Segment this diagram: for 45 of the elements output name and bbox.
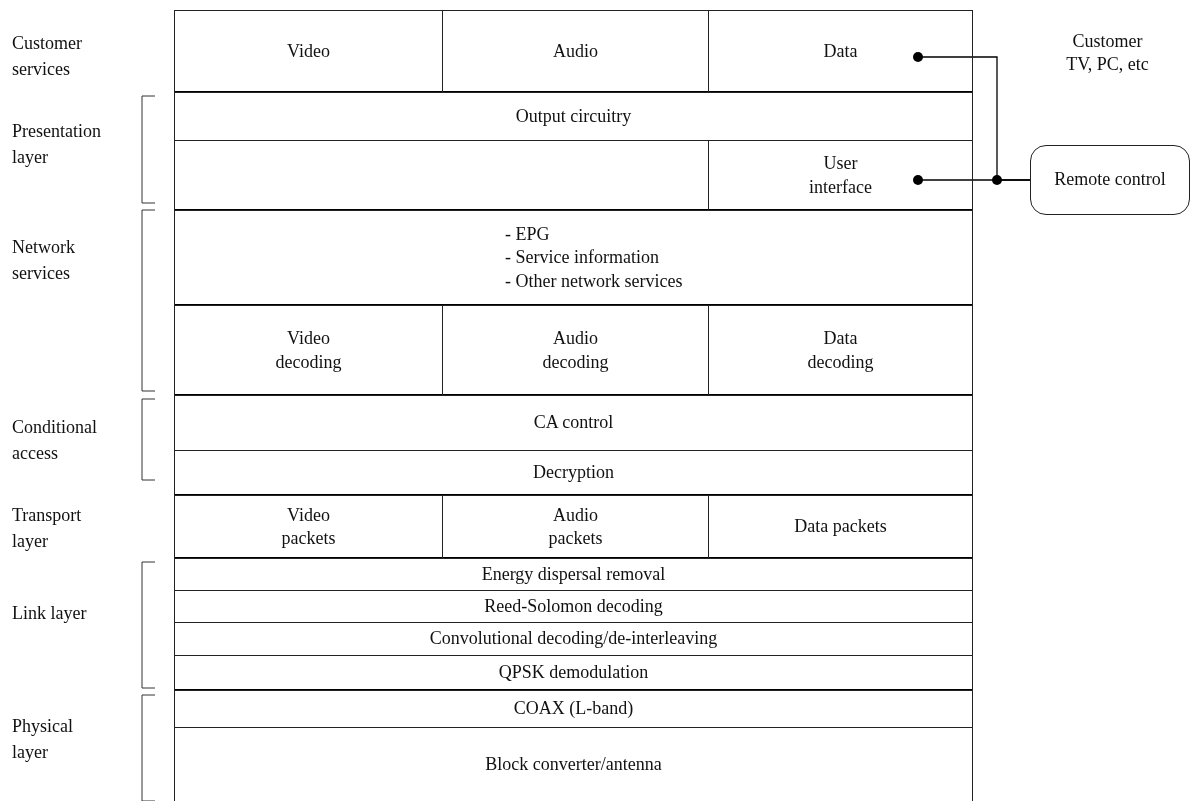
layer-label: Conditional access: [12, 416, 98, 466]
remote-control-box: [1030, 145, 1190, 215]
cell-text: QPSK demodulation: [498, 661, 649, 685]
cell-text: Audio packets: [547, 503, 604, 550]
layer-cell: [174, 210, 973, 306]
layer-label: Physical layer: [12, 715, 74, 765]
cell-text: Block converter/antenna: [485, 752, 662, 776]
cell-text: Energy dispersal removal: [481, 562, 666, 586]
layer-cell: [174, 622, 973, 656]
layer-label: Presentation layer: [12, 120, 102, 170]
cell-text: Data: [823, 39, 858, 63]
cell-text: User interface: [808, 152, 873, 199]
cell-text: Data decoding: [806, 327, 875, 374]
cell-text: Video decoding: [274, 327, 343, 374]
cell-text: Audio decoding: [541, 327, 610, 374]
layer-label: Network services: [12, 236, 76, 286]
layer-label: Transport layer: [12, 504, 83, 554]
cell-text: Video packets: [280, 503, 337, 550]
layer-cell: [174, 655, 973, 691]
device-label: Customer TV, PC, etc: [1065, 30, 1150, 75]
cell-text: Convolutional decoding/de-interleaving: [429, 627, 718, 651]
cell-text: Data packets: [794, 515, 887, 539]
cell-text: Remote control: [1054, 168, 1166, 192]
layer-cell: [174, 92, 973, 141]
cell-text: - Service information: [505, 246, 659, 270]
cell-text: CA control: [533, 411, 614, 435]
cell-text: Reed-Solomon decoding: [484, 594, 663, 618]
cell-text: COAX (L-band): [513, 697, 634, 721]
cell-text: Video: [287, 39, 330, 63]
layer-label: Customer services: [12, 32, 83, 82]
connector-line: [913, 175, 1031, 185]
layer-cell: [174, 395, 973, 451]
layer-cell: [174, 727, 973, 801]
layer-cell: [174, 10, 443, 93]
cell-text: Output circuitry: [515, 104, 632, 128]
cell-text: Audio: [553, 39, 598, 63]
layer-cell: [174, 690, 973, 728]
layer-cell: [174, 558, 973, 591]
layer-cell: [174, 590, 973, 623]
cell-text: - Other network services: [505, 269, 683, 293]
layer-label: Link layer: [12, 602, 88, 625]
cell-text: - EPG: [505, 222, 550, 246]
layer-cell: [708, 10, 973, 93]
layer-cell: [174, 450, 973, 496]
cell-text: Decryption: [533, 461, 614, 485]
